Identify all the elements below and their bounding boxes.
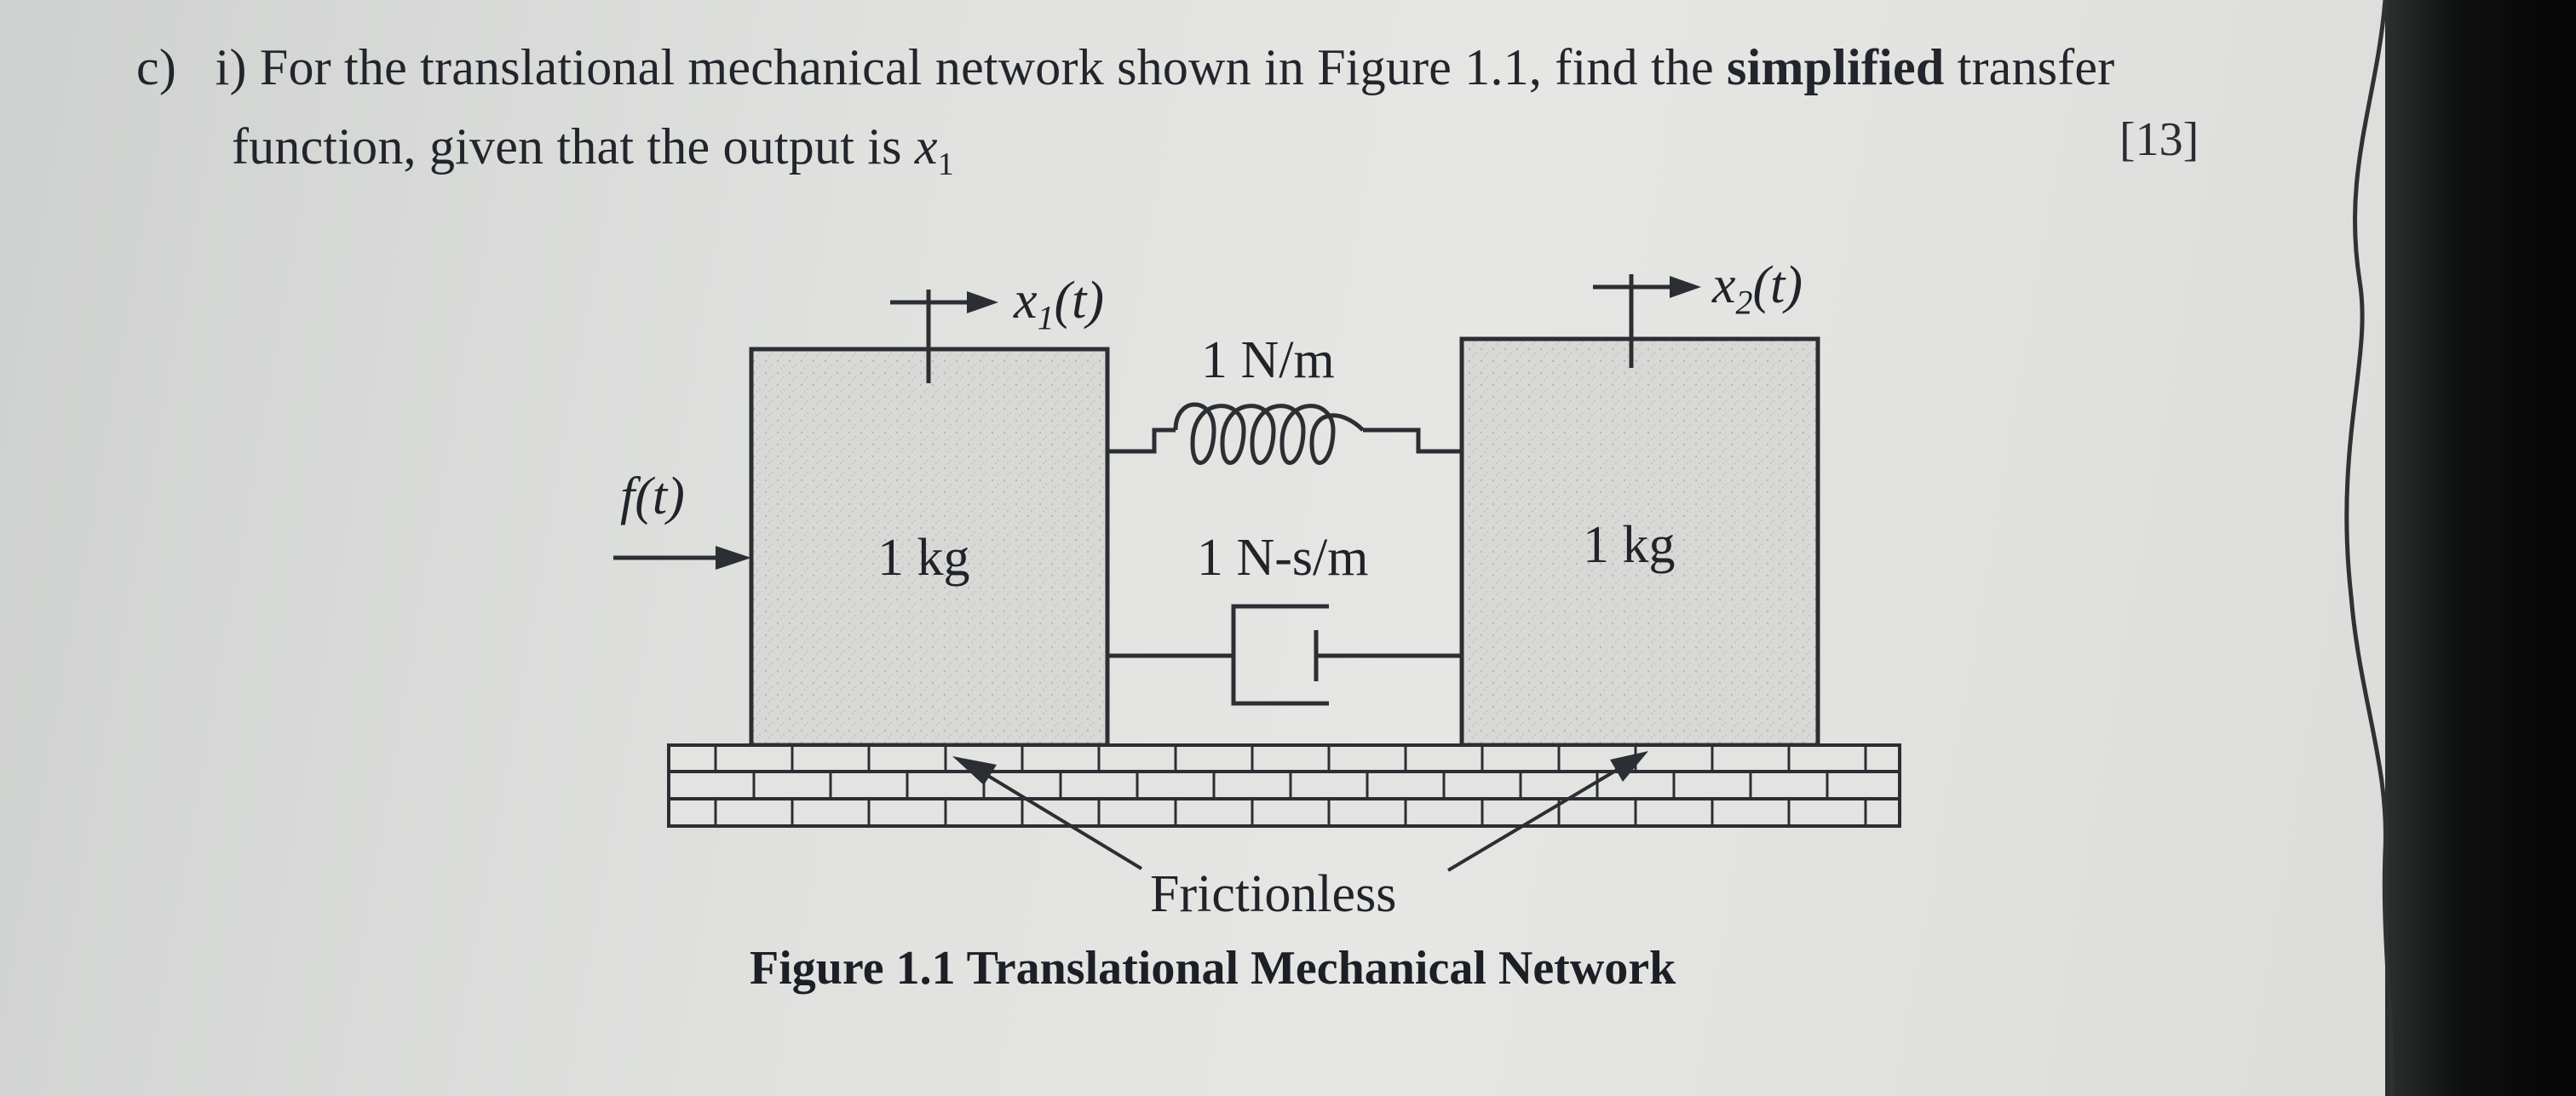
force-label: f(t) [620, 468, 685, 525]
frictionless-pointer-arrows [952, 751, 1648, 872]
paper-crease [2344, 0, 2395, 1096]
force-arrow [613, 546, 751, 570]
dark-desk-edge [2385, 0, 2576, 1096]
x1-label: x1(t) [1014, 272, 1105, 337]
marks-allocation: [13] [2119, 113, 2199, 166]
x2-label: x2(t) [1712, 256, 1803, 322]
frictionless-label: Frictionless [1150, 865, 1397, 923]
question-line-2: function, given that the output is x1 [232, 118, 954, 183]
figure-caption: Figure 1.1 Translational Mechanical Netw… [750, 942, 1676, 995]
question-text: For the translational mechanical network… [259, 39, 1714, 95]
question-label: c) [136, 39, 177, 95]
spring-element [1107, 402, 1462, 465]
question-text-end: transfer [1957, 39, 2115, 95]
output-variable: x [914, 118, 938, 175]
damper-element [1107, 604, 1462, 706]
ground-brick-lines [714, 745, 1867, 826]
output-variable-subscript: 1 [937, 146, 954, 182]
mechanical-network-diagram [613, 274, 1901, 872]
mass-2-label: 1 kg [1583, 516, 1676, 574]
question-line-2-text: function, given that the output is [232, 118, 902, 175]
question-part: i) [215, 39, 247, 95]
question-line-1: c) i) For the translational mechanical n… [136, 38, 2114, 97]
damper-label: 1 N-s/m [1197, 529, 1369, 587]
mass-1-label: 1 kg [877, 529, 970, 587]
spring-label: 1 N/m [1201, 331, 1335, 389]
paper-background [0, 0, 2385, 1096]
x1-displacement-arrow [890, 290, 998, 383]
x2-displacement-arrow [1593, 274, 1701, 368]
question-bold-word: simplified [1727, 39, 1945, 95]
frictionless-ground [667, 743, 1901, 828]
mass-2-block [1459, 336, 1820, 748]
